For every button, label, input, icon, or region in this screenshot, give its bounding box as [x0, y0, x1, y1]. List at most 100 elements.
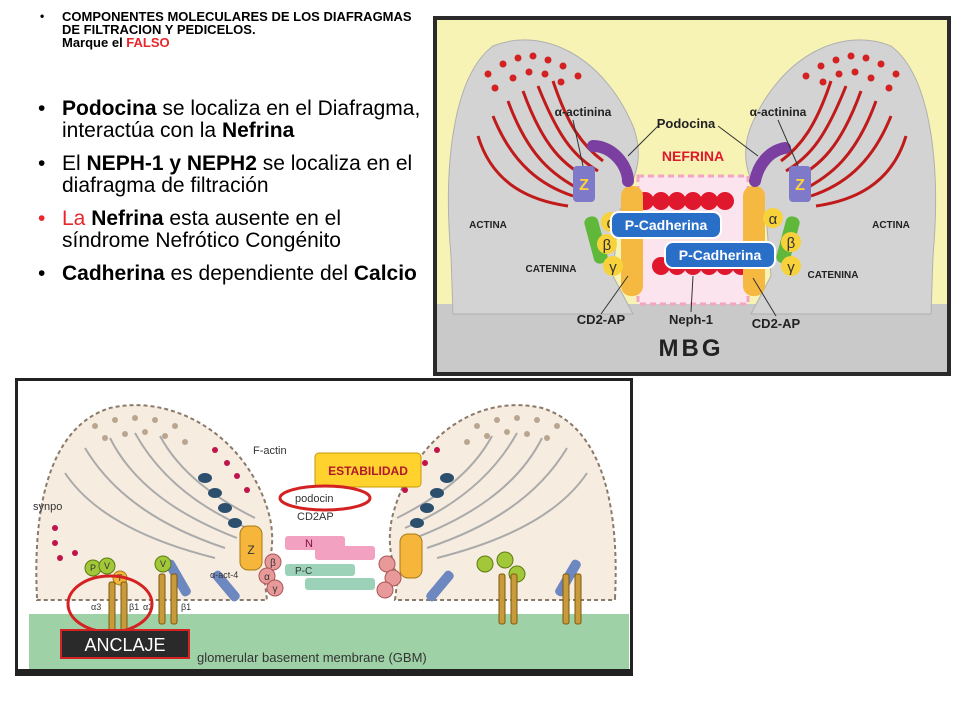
svg-text:α: α: [264, 572, 270, 583]
option-2-term: NEPH-1 y NEPH2: [86, 152, 257, 175]
svg-text:β1: β1: [129, 602, 139, 612]
slit-diaphragm-diagram: Z Z α β γ α β γ P-Cadherina P-Cadherina …: [433, 16, 951, 376]
option-3-term: Nefrina: [91, 207, 164, 230]
option-4-term: Cadherina: [62, 262, 165, 285]
alpha-actinin-label-left: α-actinina: [555, 105, 612, 119]
right-actin-lines: [396, 432, 588, 559]
bullet: •: [38, 152, 46, 175]
option-2: • El NEPH-1 y NEPH2 se localiza en el di…: [38, 153, 424, 197]
blue-rods: [165, 559, 581, 602]
alpha-actinin-label-right: α-actinina: [750, 105, 807, 119]
factin-label: F-actin: [253, 445, 287, 457]
z-label-right: Z: [795, 177, 805, 194]
cd2ap-body: [239, 525, 263, 571]
svg-text:β: β: [787, 235, 796, 252]
option-4: • Cadherina es dependiente del Calcio: [38, 263, 424, 285]
p-cadherin-top: [610, 211, 722, 239]
option-3-prefix: La: [62, 207, 92, 230]
catenin-right-subunits: α β γ: [763, 208, 801, 276]
z-box-left: [573, 166, 595, 202]
cd2ap-label-right: CD2-AP: [752, 316, 801, 331]
integrins: [108, 573, 582, 633]
options-list: • Podocina se localiza en el Diafragma, …: [38, 98, 424, 296]
podocin-highlight-circle: [278, 484, 372, 512]
option-1: • Podocina se localiza en el Diafragma, …: [38, 98, 424, 142]
left-actin-dots: [484, 52, 582, 92]
bullet: •: [38, 262, 46, 285]
svg-text:β: β: [603, 237, 612, 254]
p-cadherin-label-bottom: P-Cadherina: [679, 247, 762, 263]
actin-label-left: ACTINA: [469, 220, 507, 231]
svg-text:P: P: [90, 563, 96, 573]
left-actin-lines: [64, 432, 256, 559]
podocin-label: Podocina: [657, 116, 716, 131]
right-actin-dots: [802, 52, 900, 92]
cd2ap-body-right: [399, 533, 423, 579]
foot-process-diagram: Z N P-C β α γ P V V T F-actin ESTABILIDA…: [15, 378, 633, 676]
question-header: • COMPONENTES MOLECULARES DE LOS DIAFRAG…: [40, 9, 420, 50]
option-2-text: se localiza en el diafragma de filtració…: [62, 152, 413, 197]
cd2ap-label: CD2AP: [297, 511, 334, 523]
right-podocyte: [388, 404, 617, 601]
option-1-term2: Nefrina: [221, 119, 295, 142]
svg-text:α: α: [769, 211, 778, 228]
podocin-left: [587, 140, 634, 187]
podocin-label: podocin: [295, 493, 334, 505]
nephrin-label: NEFRINA: [662, 148, 724, 164]
option-2-prefix: El: [62, 152, 87, 175]
svg-text:V: V: [160, 559, 166, 569]
catenin-circles: β α γ: [258, 553, 402, 599]
p-cadherin-bottom: [305, 578, 375, 590]
cd2ap-left: [621, 186, 643, 296]
adhesion-labels: P V V: [90, 559, 166, 573]
svg-text:V: V: [104, 561, 110, 571]
estabilidad-label: ESTABILIDAD: [328, 464, 408, 478]
estabilidad-box: [314, 452, 422, 488]
podocin-right: [749, 142, 791, 187]
anclaje-box: [60, 629, 190, 659]
left-alpha-actinin-chain: [198, 473, 242, 528]
synpo-label: synpo: [33, 501, 62, 513]
synpo-dots: [52, 447, 440, 561]
falso-highlight: FALSO: [126, 35, 170, 50]
right-alpha-actinin-chain: [410, 473, 454, 528]
option-4-term2: Calcio: [353, 262, 417, 285]
cd2ap-label-left: CD2-AP: [577, 312, 626, 327]
bullet: •: [40, 9, 45, 23]
pointer-lines: [572, 119, 799, 317]
neph1-label: Neph-1: [669, 312, 713, 327]
option-1-text: se localiza en el Diafragma, interactúa …: [62, 97, 421, 142]
svg-text:γ: γ: [609, 259, 617, 276]
mbg-label: MBG: [659, 335, 724, 362]
z-label: Z: [247, 543, 254, 557]
catenin-label-left: CATENINA: [526, 264, 577, 275]
left-podocyte: [35, 404, 274, 601]
svg-text:γ: γ: [273, 584, 278, 595]
right-granules: [464, 415, 560, 445]
option-3-text: esta ausente en el síndrome Nefrótico Co…: [62, 207, 342, 252]
p-cadherin-label-top: P-Cadherina: [625, 217, 708, 233]
basement-membrane: [437, 304, 947, 372]
adhesion-complexes: [84, 551, 526, 583]
svg-text:β: β: [270, 558, 276, 569]
actin-label-right: ACTINA: [872, 220, 910, 231]
bullet: •: [38, 207, 46, 230]
question-instruction: Marque el: [62, 35, 127, 50]
pc-label: P-C: [295, 566, 312, 577]
catenin-label-right: CATENINA: [808, 270, 859, 281]
p-cadherin-bottom: [664, 241, 776, 269]
option-3: • La Nefrina esta ausente en el síndrome…: [38, 208, 424, 252]
alpha-actinin4-label: α-act-4: [210, 570, 238, 580]
anclaje-label: ANCLAJE: [84, 635, 165, 655]
nephrin-bottom: [315, 546, 375, 560]
option-4-text: es dependiente del: [164, 262, 354, 285]
left-granules: [92, 415, 188, 445]
n-label: N: [305, 538, 313, 550]
z-box-right: [789, 166, 811, 202]
bullet: •: [38, 97, 46, 120]
z-label-left: Z: [579, 177, 589, 194]
gbm-label: glomerular basement membrane (GBM): [197, 650, 427, 665]
svg-text:β1: β1: [181, 602, 191, 612]
catenin-left-subunits: α β γ: [597, 212, 623, 276]
